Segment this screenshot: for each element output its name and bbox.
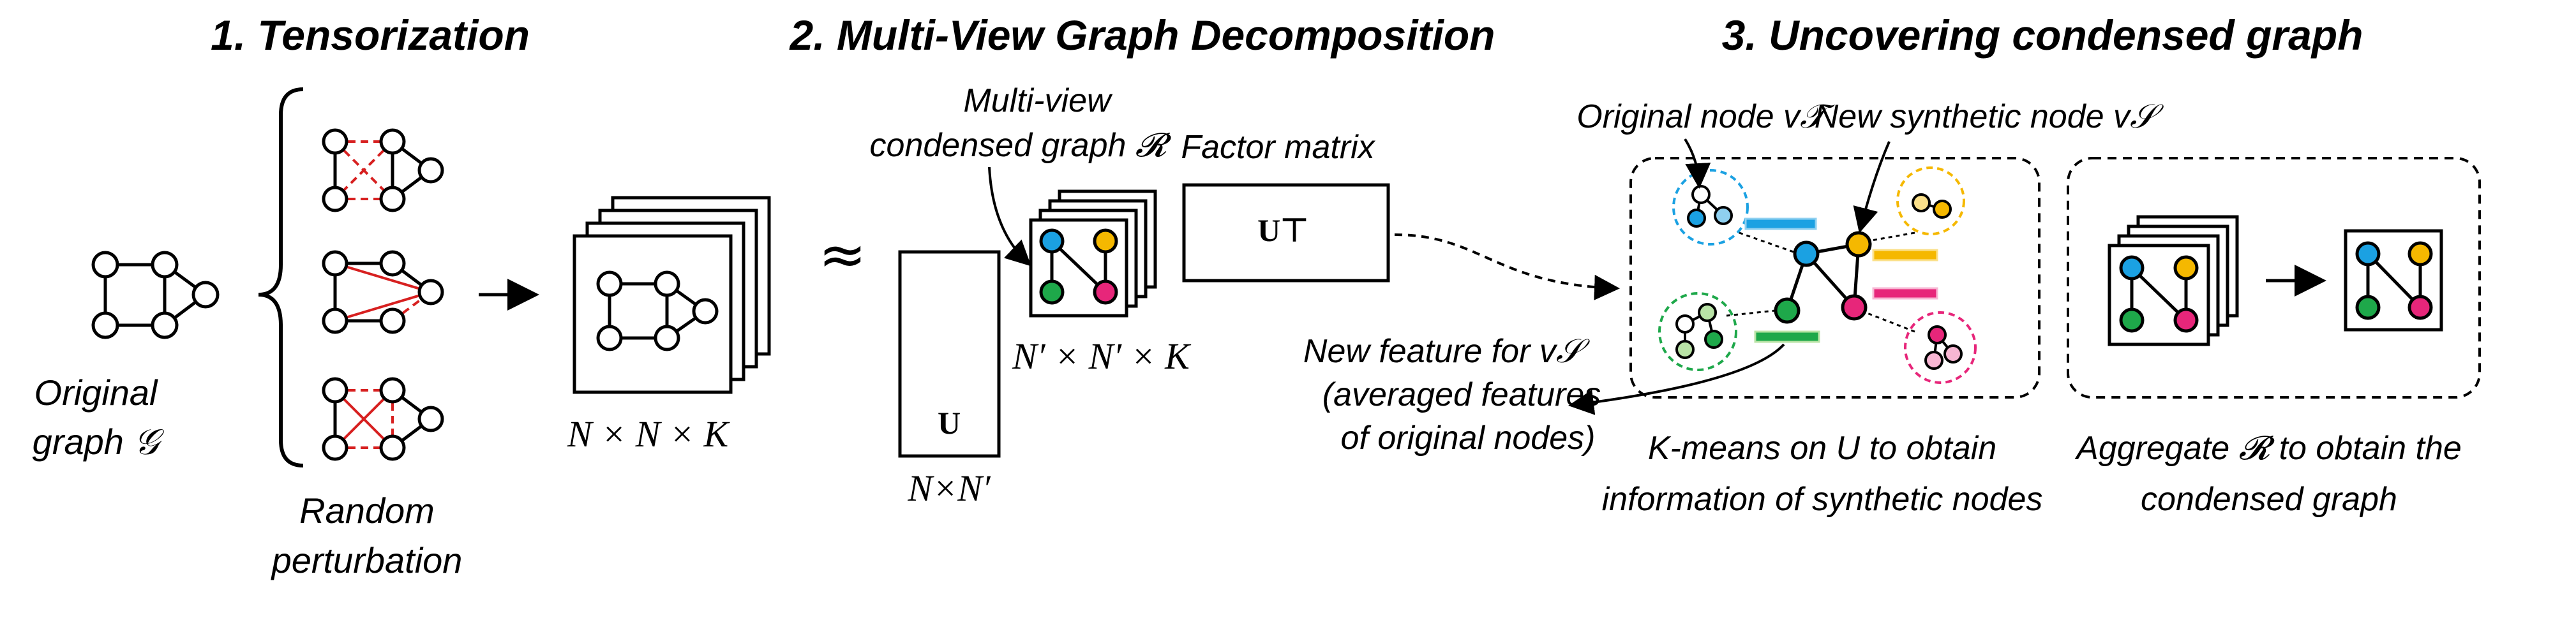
ut-matrix (1182, 183, 1390, 283)
original-graph-label-2: graph 𝒢 (33, 422, 165, 462)
tensor-dims-label: N × N × K (567, 413, 731, 455)
cluster-blue (1672, 169, 1749, 246)
arrow-icon (988, 166, 1031, 267)
u-dims-label: N×N′ (907, 467, 991, 509)
perturbed-graph-2 (322, 250, 444, 334)
cluster-pink (1904, 311, 1977, 384)
multiview-label-2: condensed graph 𝓡 (870, 127, 1172, 164)
r-dims-label: N′ × N′ × K (1012, 335, 1192, 377)
step3-title: 3. Uncovering condensed graph (1722, 11, 2363, 59)
aggregate-box (2067, 157, 2481, 399)
original-graph-icon (91, 251, 220, 339)
arrow-icon (1568, 343, 1785, 415)
kmeans-box (1629, 157, 2041, 399)
arrow-icon (1853, 141, 1891, 233)
new-feature-label-3: of original nodes) (1341, 420, 1596, 457)
step1-title: 1. Tensorization (211, 11, 530, 59)
r-tensor-stack (1029, 189, 1157, 318)
dashed-connector (1394, 233, 1620, 300)
synthetic-node-label: New synthetic node v𝒮 (1815, 98, 2164, 135)
approx-icon: ≈ (818, 221, 866, 288)
condensed-graph-icon (2344, 229, 2443, 332)
cluster-links (1726, 232, 1915, 333)
tensor-stack-icon (573, 196, 771, 394)
synthetic-graph (1774, 231, 1872, 324)
new-feature-label-2: (averaged features (1322, 376, 1601, 413)
kmeans-label-2: information of synthetic nodes (1602, 481, 2043, 518)
ut-matrix-label: U⊤ (1257, 212, 1308, 248)
original-graph-label: Original (34, 372, 159, 413)
factor-matrix-label: Factor matrix (1181, 129, 1375, 166)
multiview-label: Multi-view (963, 82, 1113, 119)
original-node-label: Original node v𝒯 (1576, 98, 1835, 135)
arrow-icon (1684, 138, 1711, 189)
new-feature-label: New feature for v𝒮 (1303, 333, 1591, 370)
perturbed-graph-3 (322, 377, 444, 461)
u-matrix-label: U (938, 405, 961, 441)
cluster-yellow (1896, 166, 1965, 235)
aggregate-label: Aggregate 𝓡 to obtain the (2074, 430, 2462, 467)
u-matrix (898, 250, 1001, 458)
cluster-green (1658, 292, 1737, 371)
feature-bars (1744, 217, 1938, 343)
random-perturbation-label: Random (299, 490, 435, 531)
curly-brace-icon (258, 87, 304, 467)
perturbed-graph-1 (322, 128, 444, 212)
kmeans-label: K-means on U to obtain (1648, 430, 1996, 467)
random-perturbation-label-2: perturbation (271, 540, 463, 580)
aggregate-label-2: condensed graph (2141, 481, 2397, 518)
aggregate-stack-icon (2108, 215, 2239, 346)
step2-title: 2. Multi-View Graph Decomposition (789, 11, 1495, 59)
